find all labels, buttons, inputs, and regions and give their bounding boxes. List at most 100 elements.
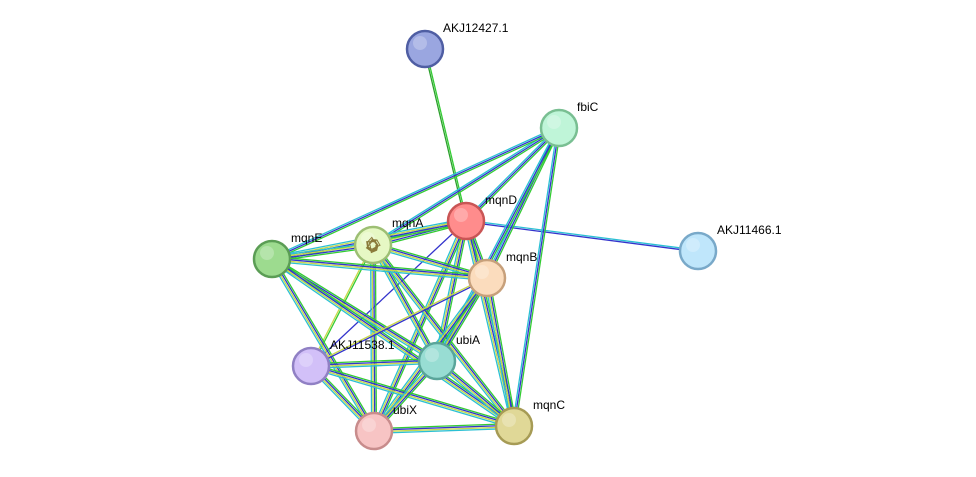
edge-line bbox=[310, 276, 487, 366]
edge-ubiX-mqnC bbox=[373, 422, 515, 435]
protein-structure-icon bbox=[365, 236, 381, 254]
node-mqnB[interactable]: mqnB bbox=[467, 250, 537, 298]
edge-line bbox=[271, 127, 560, 260]
node-label: mqnC bbox=[533, 398, 565, 412]
node-mqnD[interactable]: mqnD bbox=[446, 193, 517, 241]
edge-line bbox=[271, 259, 487, 280]
edge-line bbox=[311, 364, 515, 426]
node-highlight bbox=[362, 418, 376, 432]
edge-AKJ11538.1-ubiA bbox=[310, 357, 438, 370]
node-label: fbiC bbox=[577, 100, 599, 114]
node-ubiA[interactable]: ubiA bbox=[417, 333, 480, 381]
edge-line bbox=[483, 278, 513, 427]
edge-mqnD-ubiX bbox=[371, 219, 469, 433]
node-circle[interactable] bbox=[494, 406, 534, 446]
node-AKJ11538.1[interactable]: AKJ11538.1 bbox=[291, 338, 395, 386]
edge-line bbox=[373, 424, 514, 431]
edge-line bbox=[371, 245, 437, 362]
node-highlight bbox=[299, 353, 313, 367]
node-circle[interactable] bbox=[446, 201, 486, 241]
edge-mqnD-AKJ11466.1 bbox=[465, 219, 699, 253]
edge-line bbox=[373, 244, 376, 431]
node-mqnA[interactable]: mqnA bbox=[353, 216, 423, 265]
edge-line bbox=[369, 245, 373, 432]
edge-mqnD-AKJ11538.1 bbox=[310, 220, 467, 367]
node-label: AKJ11466.1 bbox=[717, 223, 782, 237]
edge-line bbox=[373, 243, 488, 278]
node-highlight bbox=[454, 208, 468, 222]
node-circle[interactable] bbox=[467, 258, 507, 298]
edge-line bbox=[270, 259, 374, 432]
node-highlight bbox=[260, 246, 274, 260]
edge-line bbox=[425, 48, 468, 221]
node-mqnC[interactable]: mqnC bbox=[494, 398, 565, 446]
nodes-layer: AKJ12427.1 fbiC mqnD AKJ11466.1 mqnA mqnE mqnB… bbox=[252, 21, 782, 451]
node-label: AKJ11538.1 bbox=[330, 338, 395, 352]
node-highlight bbox=[475, 265, 489, 279]
node-AKJ12427.1[interactable]: AKJ12427.1 bbox=[405, 21, 509, 69]
edge-line bbox=[370, 245, 436, 363]
node-label: mqnD bbox=[485, 193, 517, 207]
node-highlight bbox=[413, 36, 427, 50]
node-label: AKJ12427.1 bbox=[443, 21, 509, 35]
node-circle[interactable] bbox=[353, 225, 393, 265]
edge-line bbox=[311, 278, 488, 368]
edge-line bbox=[272, 257, 515, 426]
edge-mqnB-AKJ11538.1 bbox=[310, 276, 488, 368]
edge-line bbox=[466, 219, 699, 251]
edge-line bbox=[311, 362, 438, 370]
node-circle[interactable] bbox=[539, 108, 579, 148]
edge-line bbox=[373, 128, 561, 247]
edge-line bbox=[511, 127, 559, 426]
node-circle[interactable] bbox=[354, 411, 394, 451]
edge-line bbox=[465, 221, 698, 253]
edge-line bbox=[311, 361, 438, 368]
edge-line bbox=[272, 128, 560, 262]
node-label: ubiA bbox=[456, 333, 480, 347]
node-label: ubiX bbox=[393, 403, 417, 417]
edge-line bbox=[310, 367, 514, 429]
edge-AKJ11538.1-mqnC bbox=[310, 363, 515, 429]
edge-line bbox=[373, 422, 514, 430]
node-fbiC[interactable]: fbiC bbox=[539, 100, 599, 148]
edge-line bbox=[371, 245, 374, 432]
edge-line bbox=[271, 260, 487, 282]
edge-mqnE-ubiX bbox=[269, 257, 377, 433]
node-ubiX[interactable]: ubiX bbox=[354, 403, 417, 451]
node-mqnE[interactable]: mqnE bbox=[252, 231, 322, 279]
edge-line bbox=[273, 257, 377, 431]
edge-line bbox=[488, 277, 518, 426]
node-highlight bbox=[547, 115, 561, 129]
node-AKJ11466.1[interactable]: AKJ11466.1 bbox=[678, 223, 782, 271]
edge-line bbox=[373, 242, 488, 277]
edge-line bbox=[271, 125, 559, 259]
node-circle[interactable] bbox=[417, 341, 457, 381]
node-highlight bbox=[686, 238, 700, 252]
edge-line bbox=[270, 260, 514, 429]
node-label: mqnB bbox=[506, 250, 537, 264]
node-highlight bbox=[425, 348, 439, 362]
edge-mqnA-ubiX bbox=[369, 244, 378, 432]
edge-line bbox=[464, 126, 559, 221]
node-label: mqnE bbox=[291, 231, 322, 245]
edge-line bbox=[310, 220, 467, 367]
edge-line bbox=[310, 359, 437, 366]
edge-line bbox=[435, 220, 466, 361]
node-circle[interactable] bbox=[291, 346, 331, 386]
edge-line bbox=[272, 258, 376, 431]
edges-layer bbox=[269, 48, 699, 435]
edge-line bbox=[372, 246, 487, 281]
node-circle[interactable] bbox=[405, 29, 445, 69]
edge-line bbox=[370, 246, 513, 428]
node-circle[interactable] bbox=[252, 239, 292, 279]
edge-line bbox=[372, 127, 560, 246]
edge-line bbox=[271, 259, 514, 428]
edge-fbiC-mqnA bbox=[371, 126, 561, 247]
edge-line bbox=[513, 127, 560, 427]
edge-line bbox=[485, 278, 514, 427]
node-circle[interactable] bbox=[678, 231, 718, 271]
edge-mqnB-mqnC bbox=[483, 277, 518, 427]
edge-line bbox=[374, 426, 515, 433]
edge-line bbox=[423, 49, 466, 222]
